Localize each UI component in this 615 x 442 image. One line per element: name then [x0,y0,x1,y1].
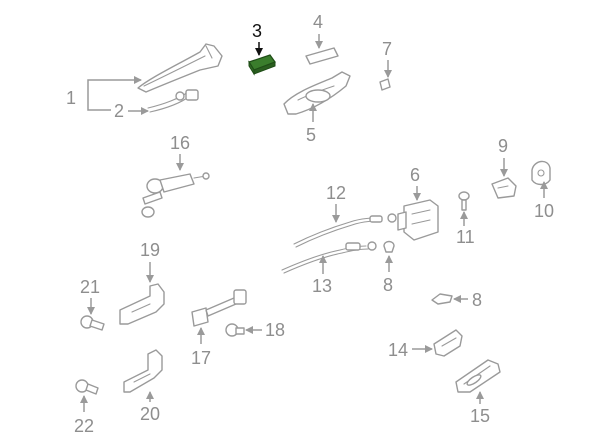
callout-label-14: 14 [388,340,408,360]
part-8-grommet-upper[interactable] [383,240,395,253]
part-6-latch[interactable] [397,199,439,241]
part-21-bolt[interactable] [80,315,105,331]
callout-label-17: 17 [191,348,211,368]
callout-label-1: 1 [66,88,76,108]
part-9-striker[interactable] [491,177,517,199]
part-4-pad[interactable] [305,47,339,65]
callout-14: 14 [388,340,433,360]
callout-label-11: 11 [456,227,475,247]
callout-22: 22 [74,395,94,436]
part-20-lower-bracket[interactable] [123,349,163,393]
part-13-cable[interactable] [281,241,377,274]
callout-17: 17 [191,327,211,368]
part-14-bracket[interactable] [433,329,463,357]
part-5-handle-bracket[interactable] [283,71,351,115]
part-3-highlighted[interactable] [248,54,276,76]
callout-label-18: 18 [265,320,285,340]
callout-18: 18 [245,320,285,340]
part-22-bolt[interactable] [75,379,99,395]
part-18-bolt[interactable] [225,323,245,337]
callout-label-4: 4 [313,12,323,32]
callout-8-upper: 8 [383,255,393,295]
callout-label-2: 2 [114,101,124,121]
part-2-handle-rod[interactable] [147,89,199,113]
callout-label-21: 21 [80,277,100,297]
callout-label-13: 13 [312,276,332,296]
part-1-outside-handle[interactable] [137,43,223,93]
callout-16: 16 [170,133,190,171]
part-16-lock-cylinder[interactable] [141,172,210,218]
callout-6: 6 [410,165,421,201]
callout-20: 20 [140,391,160,424]
callout-12: 12 [326,183,346,223]
callout-label-20: 20 [140,404,160,424]
part-8-clip-right[interactable] [431,293,453,305]
callout-13: 13 [312,255,332,296]
callout-15: 15 [470,391,490,426]
part-19-bracket[interactable] [119,283,165,325]
callout-label-3: 3 [252,21,262,41]
callout-9: 9 [498,136,508,177]
callout-label-19: 19 [140,240,160,260]
callout-21: 21 [80,277,100,315]
callout-label-8-right: 8 [472,290,482,310]
callout-8-right: 8 [453,290,482,310]
callout-3: 3 [252,21,263,56]
callout-4: 4 [313,12,323,49]
callout-label-5: 5 [306,125,316,145]
part-10-cap[interactable] [531,160,551,186]
callout-1: 1 [66,76,142,111]
callout-5: 5 [306,103,317,145]
callout-label-6: 6 [410,165,420,185]
part-15-inside-handle[interactable] [455,359,501,393]
callout-label-22: 22 [74,416,94,436]
callout-label-15: 15 [470,406,490,426]
callout-label-16: 16 [170,133,190,153]
part-7-clip[interactable] [379,78,391,91]
callout-11: 11 [456,211,475,247]
callout-7: 7 [382,39,392,78]
callout-label-9: 9 [498,136,508,156]
callout-10: 10 [534,181,554,221]
callout-label-8-upper: 8 [383,275,393,295]
callout-label-12: 12 [326,183,346,203]
callout-2: 2 [114,101,149,121]
callout-label-7: 7 [382,39,392,59]
callout-label-10: 10 [534,201,554,221]
part-17-door-check[interactable] [191,289,247,327]
part-11-screw[interactable] [458,191,470,211]
callout-19: 19 [140,240,160,283]
part-12-cable[interactable] [293,213,397,248]
